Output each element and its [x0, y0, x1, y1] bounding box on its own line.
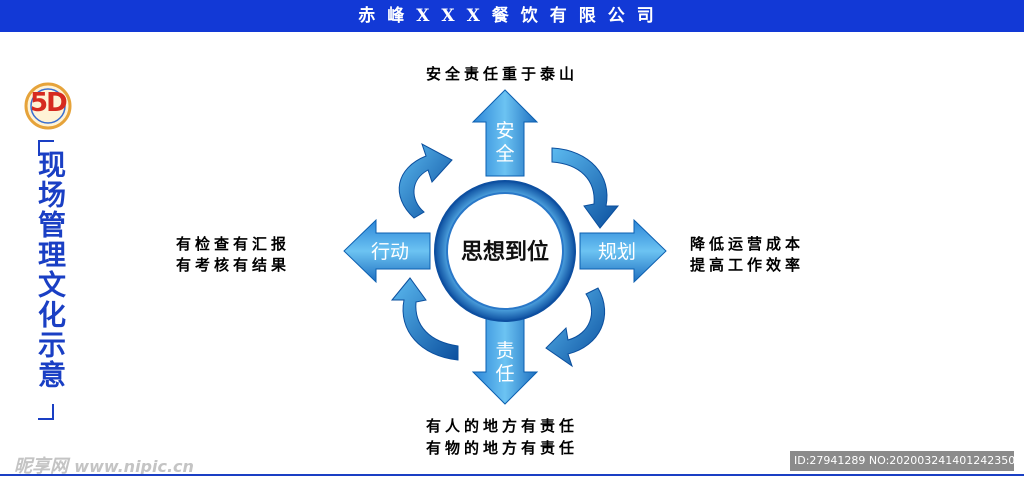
- watermark-brand: 昵享网: [14, 456, 68, 477]
- caption-left-2: 有考核有结果: [176, 256, 291, 274]
- cross-arrow-diagram: 思想到位 安 全 责 任 规划 行动: [343, 89, 667, 405]
- arrow-left-label: 行动: [371, 241, 409, 263]
- arrow-down-label-1: 责: [495, 340, 514, 362]
- center-disc: [446, 192, 564, 310]
- watermark: 昵享网 www.nipic.cn: [14, 452, 194, 478]
- vertical-title: 现场管理文化示意: [34, 150, 67, 390]
- image-id-badge: ID:27941289 NO:20200324140124235000: [790, 451, 1014, 471]
- caption-left-1: 有检查有汇报: [176, 235, 291, 253]
- arrow-down: [471, 317, 539, 405]
- arrow-up: [471, 89, 539, 177]
- curve-arrow-top-right: [551, 147, 620, 229]
- arrow-down-label-2: 任: [495, 363, 514, 385]
- arrow-right: [579, 218, 667, 284]
- caption-right-2: 提高工作效率: [690, 256, 805, 274]
- caption-top: 安全责任重于泰山: [426, 65, 579, 83]
- curve-arrow-bottom-left: [390, 277, 459, 361]
- arrow-up-label-2: 全: [495, 143, 514, 165]
- company-name: 赤峰XXX餐饮有限公司: [358, 6, 666, 26]
- watermark-url: www.nipic.cn: [74, 457, 194, 476]
- caption-bottom-1: 有人的地方有责任: [426, 417, 579, 435]
- logo-text: 5D: [30, 88, 68, 118]
- header-bar: [0, 0, 1024, 32]
- curve-arrow-bottom-right: [545, 287, 606, 368]
- bracket-close: [38, 404, 54, 420]
- arrow-up-label-1: 安: [495, 120, 514, 142]
- arrow-left: [343, 218, 431, 284]
- arrow-right-label: 规划: [598, 241, 636, 263]
- curve-arrow-top-left: [398, 142, 453, 219]
- bracket-open: [38, 140, 54, 156]
- center-text: 思想到位: [461, 239, 549, 265]
- caption-bottom-2: 有物的地方有责任: [426, 439, 579, 457]
- bottom-rule: [0, 474, 1024, 476]
- caption-right-1: 降低运营成本: [690, 235, 805, 253]
- logo-icon: [24, 82, 72, 130]
